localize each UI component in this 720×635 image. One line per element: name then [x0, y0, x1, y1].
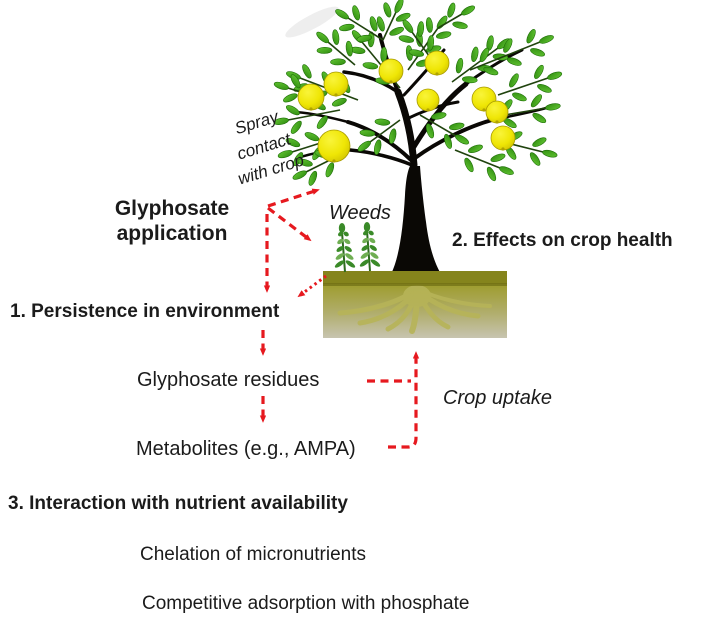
glyphosate-residues-label: Glyphosate residues	[137, 369, 320, 391]
tree-foliage	[272, 0, 564, 187]
arrow-uptake-riser	[388, 353, 416, 449]
tree-trunk	[391, 166, 441, 274]
section-persistence-label: 1. Persistence in environment	[10, 301, 280, 322]
arrow-application-to-crop	[267, 190, 318, 208]
section-crop-health-label: 2. Effects on crop health	[452, 230, 673, 251]
weed-plants	[334, 222, 381, 273]
background-smudge	[285, 6, 339, 38]
weeds-label: Weeds	[329, 202, 391, 224]
flow-arrows	[263, 190, 416, 449]
competitive-adsorption-label: Competitive adsorption with phosphate	[142, 593, 470, 614]
tree-roots	[337, 285, 492, 334]
crop-uptake-label: Crop uptake	[443, 387, 552, 409]
arrow-soil-to-persistence	[299, 274, 327, 296]
arrow-application-to-weeds	[267, 206, 310, 240]
metabolites-label: Metabolites (e.g., AMPA)	[136, 438, 356, 460]
glyphosate-application-label: Glyphosate application	[114, 197, 230, 246]
chelation-label: Chelation of micronutrients	[140, 544, 366, 565]
section-nutrients-label: 3. Interaction with nutrient availabilit…	[8, 493, 348, 514]
soil-cross-section	[323, 271, 507, 338]
lemon-fruits	[297, 50, 516, 163]
